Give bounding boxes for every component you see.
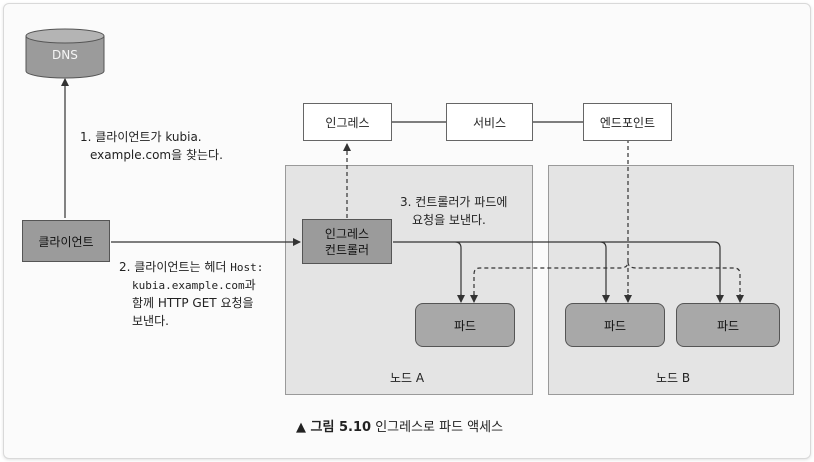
pod-node-b-1: 파드 xyxy=(565,303,665,347)
pod-node-b-2: 파드 xyxy=(676,303,780,347)
ingress-controller-box: 인그레스 컨트롤러 xyxy=(302,219,392,264)
figure-caption: ▲ 그림 5.10 인그레스로 파드 액세스 xyxy=(296,416,503,435)
step3-line2: 요청을 보낸다. xyxy=(412,213,486,227)
pod-node-a: 파드 xyxy=(415,303,515,347)
caption-marker: ▲ 그림 5.10 xyxy=(296,420,372,435)
step3-line1: 3. 컨트롤러가 파드에 xyxy=(400,195,508,209)
step2-line4: 보낸다. xyxy=(132,314,169,328)
step2-line2: kubia.example.com과 xyxy=(132,276,256,295)
step2-hostname: kubia.example.com xyxy=(132,279,245,292)
node-b-label: 노드 B xyxy=(656,371,691,385)
dns-label: DNS xyxy=(52,48,78,62)
endpoints-box: 엔드포인트 xyxy=(583,103,672,141)
ingress-controller-line2: 컨트롤러 xyxy=(324,242,370,257)
service-box: 서비스 xyxy=(446,103,533,141)
step1-line1: 1. 클라이언트가 kubia. xyxy=(80,130,202,144)
controller-to-pods-solid xyxy=(393,241,721,300)
node-a-region xyxy=(285,165,533,395)
client-box: 클라이언트 xyxy=(22,220,110,262)
step2-line2-suffix: 과 xyxy=(244,278,256,292)
ingress-controller-line1: 인그레스 xyxy=(324,226,370,241)
step2-line1-text: 2. 클라이언트는 헤더 xyxy=(119,260,231,274)
caption-text: 인그레스로 파드 액세스 xyxy=(375,420,504,435)
ingress-box: 인그레스 xyxy=(303,103,392,141)
node-a-label: 노드 A xyxy=(390,371,425,385)
step2-line3: 함께 HTTP GET 요청을 xyxy=(132,296,254,310)
step1-line2: example.com을 찾는다. xyxy=(90,148,223,162)
endpoints-dashed-distribution xyxy=(473,139,741,300)
node-b-region xyxy=(548,165,794,395)
step2-host-header: Host: xyxy=(230,261,264,274)
step2-line1: 2. 클라이언트는 헤더 Host: xyxy=(119,258,263,277)
